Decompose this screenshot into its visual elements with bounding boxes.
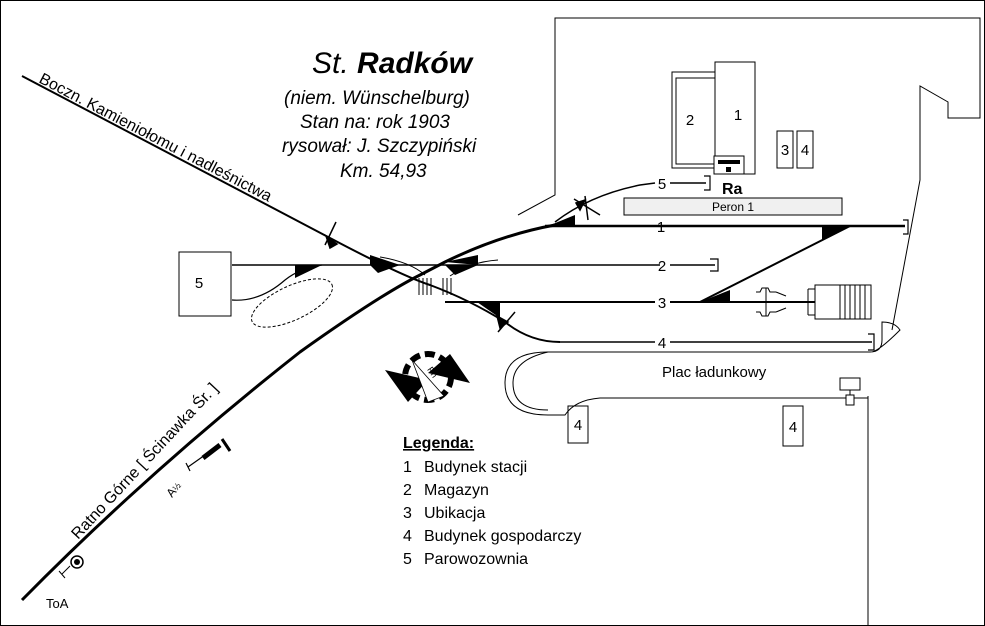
track-1-buffer [903,219,909,235]
platform-label: Peron 1 [712,200,754,214]
toa-signal [58,555,84,579]
switch-wedge [445,265,478,275]
main-line-label: Ratno Górne [ Ścinawka Śr. ] [67,379,222,543]
building-label-1: 1 [734,107,742,124]
loading-gauge [839,377,861,406]
yard-road-loop [504,351,869,626]
switch-wedge [370,265,400,273]
legend-label-4: Budynek gospodarczy [424,528,581,545]
title-author: rysował: J. Szczypiński [282,136,477,157]
building-label-2: 2 [686,112,694,129]
track-label-5: 5 [658,176,666,193]
legend-label-2: Magazyn [424,482,489,499]
main-line-track [20,223,556,602]
track-label-4: 4 [658,335,666,352]
legend-label-1: Budynek stacji [424,459,527,476]
building-label-4: 4 [574,417,582,434]
distant-signal-a [185,438,232,472]
building-label-4: 4 [801,142,809,159]
track-label-3: 3 [658,295,666,312]
track-label-1: 1 [657,219,665,236]
legend: Legenda: 1 Budynek stacji 2 Magazyn 3 Ub… [403,435,581,568]
signal-box-label: Ra [722,181,743,198]
loading-yard-label: Plac ładunkowy [662,364,767,381]
legend-label-3: Ubikacja [424,505,485,522]
distant-signal-label: A½ [163,479,184,500]
north-arrow [385,351,470,403]
building-4-utility [567,405,589,444]
switch-wedge [477,302,500,318]
guard-rail [379,256,426,276]
station-boundary [517,17,981,331]
platform-1 [623,197,843,216]
turntable-pit [250,278,334,328]
building-1-station [714,61,756,175]
level-crossing [418,278,452,295]
legend-num-4: 4 [403,528,412,545]
switch-wedge [295,265,322,278]
track-5-buffer [704,175,711,191]
siding-label: Boczn. Kamieniołomu i nadleśnictwa [36,70,274,205]
building-label-5: 5 [195,275,203,292]
legend-num-3: 3 [403,505,412,522]
yard-road-inner [512,351,549,411]
legend-title: Legenda: [403,435,474,452]
legend-num-1: 1 [403,459,412,476]
switch-wedge [822,226,850,240]
legend-num-5: 5 [403,551,412,568]
crossover-3-1 [699,225,851,303]
switch-wedge [700,290,730,302]
title-date: Stan na: rok 1903 [300,112,450,133]
signal-box [713,155,745,175]
building-3-toilet [776,130,794,169]
toa-label: ToA [46,596,69,611]
track-2-buffer [710,258,719,272]
track-4-buffer [868,333,875,351]
building-2-warehouse [671,71,717,169]
building-label-4: 4 [789,419,797,436]
building-5-engine-shed [178,251,232,317]
title-german-name: (niem. Wünschelburg) [284,88,470,109]
legend-label-5: Parowozownia [424,551,528,568]
legend-num-2: 2 [403,482,412,499]
track-label-2: 2 [658,258,666,275]
building-label-3: 3 [781,142,789,159]
track-5 [554,182,656,223]
map-title: St. Radków [312,47,474,80]
switch-wedge [370,255,400,265]
building-4-utility [796,130,814,169]
switch-wedge [548,215,575,226]
goods-shed [756,284,872,320]
switch-wedge [445,255,478,265]
building-4-utility [782,405,804,447]
guard-rail [449,259,499,277]
yard-road [548,321,901,353]
title-km: Km. 54,93 [340,161,427,182]
signal-marks [324,195,601,333]
